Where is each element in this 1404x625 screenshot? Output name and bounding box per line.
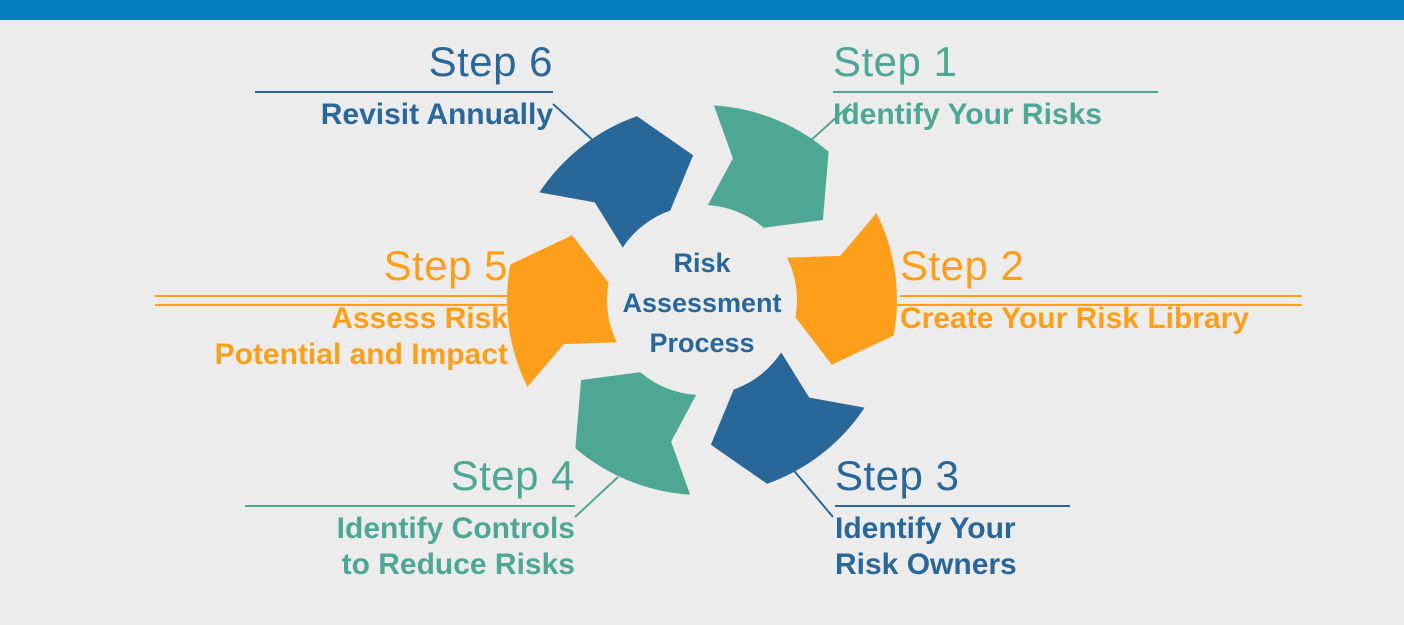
step-title-step3-line2: Risk Owners — [835, 548, 1017, 581]
step-rule-step6 — [255, 91, 553, 93]
connector-step4 — [574, 476, 619, 518]
connector-step3 — [789, 465, 834, 518]
step-label-step3[interactable]: Step 3 Identify Your Risk Owners — [835, 450, 1070, 583]
step-title-step6-line1: Revisit Annually — [320, 98, 553, 131]
step-eyebrow-step1: Step 1 — [833, 38, 958, 85]
step-label-step1[interactable]: Step 1 Identify Your Risks — [833, 36, 1158, 133]
step-eyebrow-step2: Step 2 — [900, 242, 1025, 289]
ring-segment-step3[interactable] — [710, 352, 865, 484]
ring-segment-step6[interactable] — [539, 116, 694, 248]
step-title-step4-line2: to Reduce Risks — [341, 548, 575, 581]
step-title-step3-line1: Identify Your — [835, 512, 1016, 545]
step-rule-step2 — [900, 295, 1302, 297]
ring-segment-step2[interactable] — [787, 212, 897, 365]
step-rule-step1 — [833, 91, 1158, 93]
ring-segment-step4[interactable] — [575, 372, 697, 495]
connector-step6 — [552, 103, 597, 144]
step-label-step5[interactable]: Step 5 Assess Risk Potential and Impact — [155, 240, 508, 373]
center-line-3: Process — [649, 328, 755, 358]
center-label: Risk Assessment Process — [602, 243, 802, 363]
step-eyebrow-step4: Step 4 — [450, 452, 575, 499]
ring-segment-step5[interactable] — [507, 235, 617, 388]
connector-step1 — [807, 103, 852, 144]
ring-segment-step1[interactable] — [707, 105, 829, 228]
step-title-step2-line1: Create Your Risk Library — [900, 302, 1250, 335]
step-label-step4[interactable]: Step 4 Identify Controls to Reduce Risks — [245, 450, 575, 583]
step-label-step2[interactable]: Step 2 Create Your Risk Library — [900, 240, 1302, 337]
step-eyebrow-step6: Step 6 — [428, 38, 553, 85]
step-eyebrow-step3: Step 3 — [835, 452, 960, 499]
step-eyebrow-step5: Step 5 — [383, 242, 508, 289]
top-accent-bar — [0, 0, 1404, 20]
center-line-1: Risk — [673, 248, 731, 278]
step-title-step5-line2: Potential and Impact — [214, 338, 508, 371]
step-rule-step5 — [155, 295, 508, 297]
step-title-step1-line1: Identify Your Risks — [833, 98, 1102, 131]
center-line-2: Assessment — [622, 288, 782, 318]
step-title-step4-line1: Identify Controls — [336, 512, 575, 545]
step-title-step5-line1: Assess Risk — [331, 302, 508, 335]
step-rule-step4 — [245, 505, 575, 507]
step-label-step6[interactable]: Step 6 Revisit Annually — [255, 36, 553, 133]
step-rule-step3 — [835, 505, 1070, 507]
